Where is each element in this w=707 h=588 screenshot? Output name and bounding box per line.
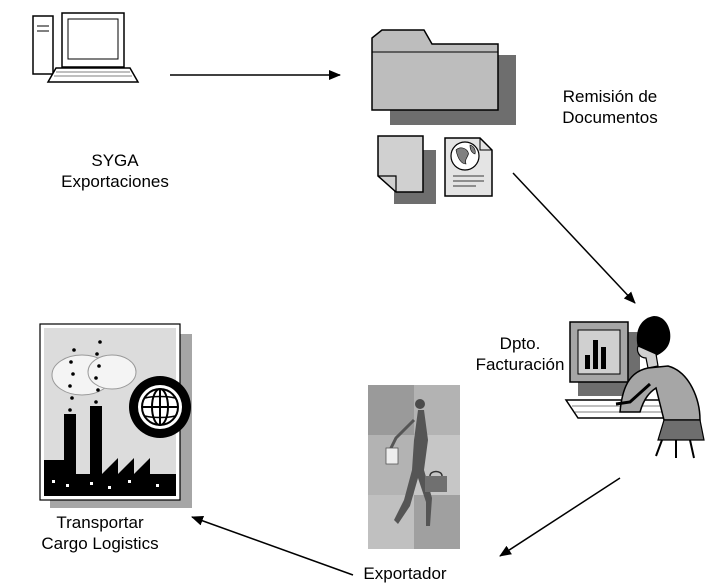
- label-dpto-line1: Dpto.: [499, 334, 541, 353]
- label-transportar-line2: Cargo Logistics: [41, 534, 159, 553]
- arrow-dpto-to-exportador: [499, 477, 621, 557]
- label-exportador: Exportador: [350, 563, 460, 584]
- label-syga-line2: Exportaciones: [61, 172, 169, 191]
- office-worker-icon: [564, 316, 705, 459]
- label-syga-exportaciones: SYGA Exportaciones: [50, 150, 180, 192]
- label-dpto-line2: Facturación: [475, 355, 565, 374]
- folder-icon: [371, 29, 516, 125]
- label-remision-documentos: Remisión de Documentos: [540, 86, 680, 128]
- label-transportar-cargo-logistics: Transportar Cargo Logistics: [10, 512, 190, 554]
- label-dpto-facturacion: Dpto. Facturación: [455, 333, 585, 375]
- computer-icon: [32, 12, 140, 83]
- label-remision-line2: Documentos: [562, 108, 658, 127]
- walking-businesswoman-icon: [368, 385, 460, 549]
- arrow-exportador-to-transportar: [191, 516, 354, 576]
- label-syga-line1: SYGA: [91, 151, 139, 170]
- label-exportador-line1: Exportador: [363, 564, 447, 583]
- arrow-remision-to-dpto: [512, 172, 636, 304]
- document-icon: [377, 135, 436, 204]
- factory-globe-icon: [39, 323, 192, 508]
- globe-document-icon: [444, 137, 493, 197]
- label-transportar-line1: Transportar: [56, 513, 144, 532]
- label-remision-line1: Remisión de: [562, 87, 658, 106]
